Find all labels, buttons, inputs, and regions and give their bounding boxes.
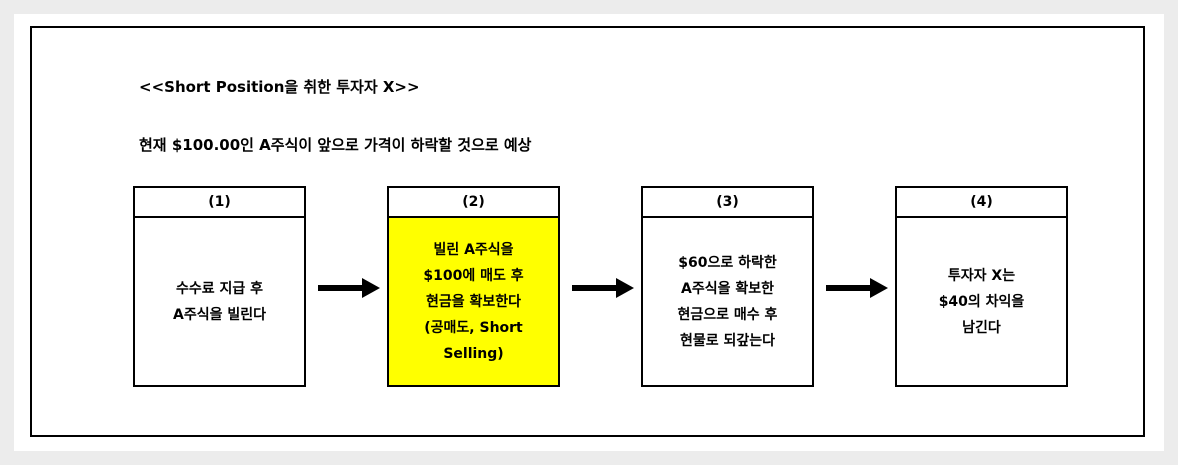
step-label-3: (3): [643, 188, 812, 218]
step-3-line-1: $60으로 하락한: [678, 254, 777, 271]
step-text-4: 투자자 X는 $40의 차익을 남긴다: [897, 218, 1066, 385]
step-text-3: $60으로 하락한 A주식을 확보한 현금으로 매수 후 현물로 되갚는다: [643, 218, 812, 385]
step-box-3: (3) $60으로 하락한 A주식을 확보한 현금으로 매수 후 현물로 되갚는…: [641, 186, 814, 387]
step-2-line-3: 현금을 확보한다: [425, 293, 522, 310]
step-box-1: (1) 수수료 지급 후 A주식을 빌린다: [133, 186, 306, 387]
step-label-4: (4): [897, 188, 1066, 218]
step-3-line-4: 현물로 되갚는다: [679, 332, 776, 349]
arrow-right-icon: [826, 278, 888, 298]
step-3-line-2: A주식을 확보한: [681, 280, 774, 297]
step-2-line-1: 빌린 A주식을: [433, 241, 514, 258]
step-1-line-1: 수수료 지급 후: [175, 280, 264, 297]
step-4-line-1: 투자자 X는: [947, 267, 1016, 284]
step-3-line-3: 현금으로 매수 후: [677, 306, 778, 323]
step-text-1: 수수료 지급 후 A주식을 빌린다: [135, 218, 304, 385]
diagram-sheet: <<Short Position을 취한 투자자 X>> 현재 $100.00인…: [14, 14, 1164, 451]
step-label-2: (2): [389, 188, 558, 218]
step-text-2: 빌린 A주식을 $100에 매도 후 현금을 확보한다 (공매도, Short …: [389, 218, 558, 385]
step-box-4: (4) 투자자 X는 $40의 차익을 남긴다: [895, 186, 1068, 387]
step-4-line-2: $40의 차익을: [938, 293, 1025, 310]
step-1-line-2: A주식을 빌린다: [173, 306, 266, 323]
step-2-line-5: Selling): [443, 345, 504, 362]
step-label-1: (1): [135, 188, 304, 218]
arrow-right-icon: [572, 278, 634, 298]
diagram-title: <<Short Position을 취한 투자자 X>>: [139, 78, 420, 96]
diagram-frame: <<Short Position을 취한 투자자 X>> 현재 $100.00인…: [30, 26, 1145, 437]
diagram-subtitle: 현재 $100.00인 A주식이 앞으로 가격이 하락할 것으로 예상: [139, 136, 532, 154]
step-4-line-3: 남긴다: [962, 319, 1001, 336]
step-2-line-4: (공매도, Short: [424, 319, 523, 336]
step-2-line-2: $100에 매도 후: [423, 267, 524, 284]
step-box-2: (2) 빌린 A주식을 $100에 매도 후 현금을 확보한다 (공매도, Sh…: [387, 186, 560, 387]
arrow-right-icon: [318, 278, 380, 298]
